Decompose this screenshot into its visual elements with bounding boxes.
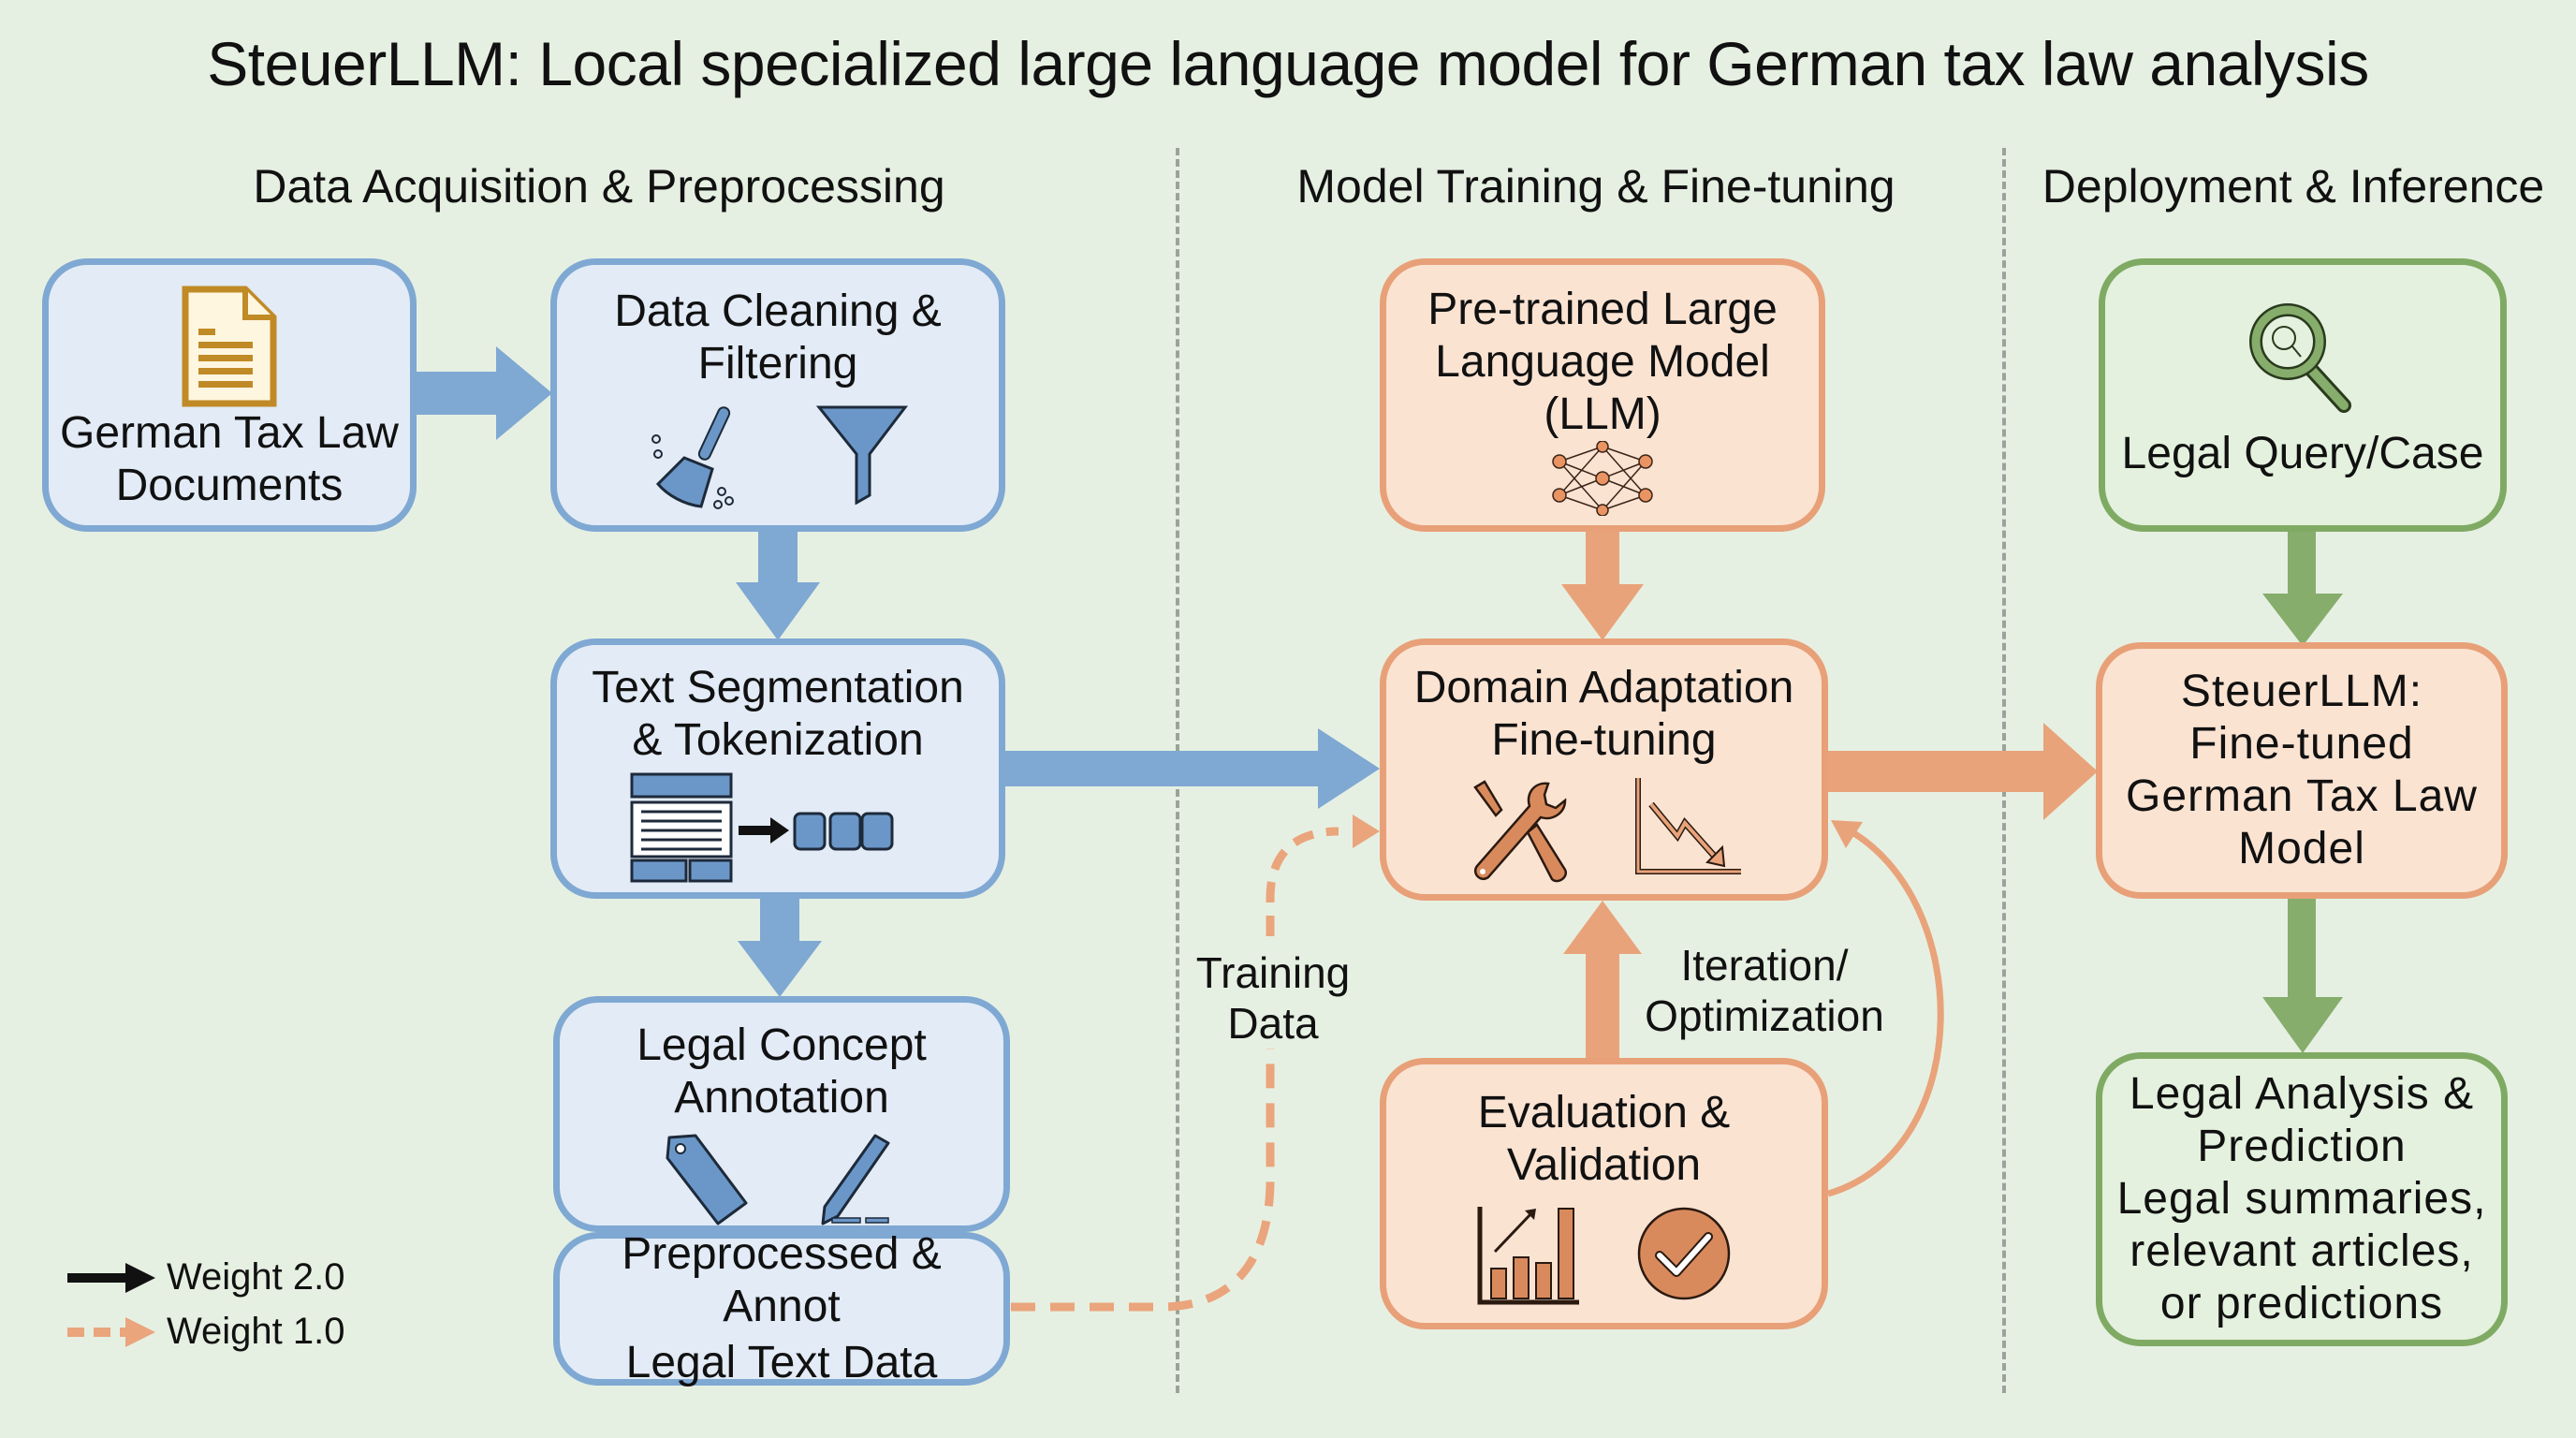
arrow-iteration-loop	[1827, 825, 1944, 1197]
node-label: Fine-tuning	[1491, 715, 1717, 765]
neural-network-icon	[1552, 441, 1653, 516]
edge-label-line: Training	[1195, 948, 1351, 997]
legend-label: Weight 1.0	[167, 1311, 345, 1352]
node-label: Evaluation &	[1477, 1088, 1731, 1137]
node-label: SteuerLLM:	[2180, 667, 2423, 716]
funnel-icon	[815, 405, 909, 505]
node-label: Model	[2238, 824, 2365, 873]
edge-label-line: Optimization	[1645, 991, 1884, 1040]
node-label: Filtering	[697, 339, 858, 389]
arrow-query-to-steuerllm	[2262, 529, 2343, 646]
training-data-arrowhead	[1353, 814, 1380, 848]
arrow-training-data	[1011, 1049, 1275, 1312]
legend-weight-1: Weight 1.0	[66, 1311, 345, 1353]
node-label: or predictions	[2159, 1279, 2444, 1328]
node-german-tax-law-documents[interactable]: German Tax Law Documents	[42, 258, 417, 532]
loss-chart-icon	[1634, 778, 1741, 874]
bar-chart-icon	[1477, 1207, 1579, 1305]
node-label: Legal Text Data	[625, 1338, 938, 1387]
document-icon	[182, 286, 277, 407]
edge-label-line: Data	[1227, 999, 1319, 1048]
node-label: Preprocessed & Annot	[622, 1229, 942, 1331]
node-preprocessed-data[interactable]: Preprocessed & Annot Legal Text Data	[553, 1229, 1010, 1387]
legend-weight-2: Weight 2.0	[66, 1256, 345, 1299]
magnifier-icon	[2249, 303, 2351, 413]
arrow-pretrained-to-domain	[1561, 529, 1644, 640]
check-circle-icon	[1637, 1207, 1730, 1300]
arrow-segmentation-to-annotation	[738, 897, 822, 997]
pen-icon	[821, 1134, 890, 1225]
node-steuerllm-model[interactable]: SteuerLLM: Fine-tuned German Tax Law Mod…	[2096, 642, 2508, 899]
node-label: Annotation	[674, 1073, 889, 1123]
broom-icon	[651, 406, 734, 509]
legend-label: Weight 2.0	[167, 1256, 345, 1298]
arrow-steuerllm-to-analysis	[2262, 897, 2343, 1053]
legend-dashed-arrow-icon	[67, 1316, 155, 1347]
node-label: Text Segmentation	[592, 663, 964, 712]
arrow-evaluation-to-domain	[1563, 901, 1642, 1062]
node-label: Validation	[1506, 1140, 1702, 1190]
node-label: Domain Adaptation	[1413, 663, 1794, 712]
tools-icon	[1472, 780, 1567, 883]
legend-solid-arrow-icon	[67, 1262, 155, 1293]
node-label: Language Model	[1435, 337, 1770, 387]
node-label: Prediction	[2197, 1122, 2407, 1171]
arrow-docs-to-cleaning	[414, 346, 552, 440]
iteration-arrowhead	[1831, 820, 1863, 848]
tag-icon	[666, 1134, 748, 1225]
diagram-title: SteuerLLM: Local specialized large langu…	[207, 29, 2369, 98]
node-label: Data Cleaning &	[614, 286, 942, 336]
tokenization-icon	[630, 772, 894, 883]
node-pretrained-llm[interactable]: Pre-trained Large Language Model (LLM)	[1380, 258, 1825, 532]
node-legal-concept-annotation[interactable]: Legal Concept Annotation	[553, 996, 1010, 1232]
node-data-cleaning[interactable]: Data Cleaning & Filtering	[550, 258, 1005, 532]
node-legal-analysis[interactable]: Legal Analysis & Prediction Legal summar…	[2096, 1052, 2508, 1346]
edge-label-iteration: Iteration/ Optimization	[1633, 940, 1895, 1041]
node-label: Legal Query/Case	[2121, 429, 2484, 478]
edge-label-training-data: Training Data	[1170, 947, 1376, 1049]
node-evaluation[interactable]: Evaluation & Validation	[1380, 1058, 1828, 1329]
node-label: German Tax Law	[2126, 771, 2478, 821]
node-label: Fine-tuned	[2189, 719, 2414, 769]
node-label: Documents	[115, 461, 344, 510]
node-label: Legal Concept	[637, 1020, 927, 1070]
section-model-training: Model Training & Fine-tuning	[1296, 160, 1895, 213]
node-label: Legal Analysis &	[2129, 1069, 2475, 1119]
node-legal-query[interactable]: Legal Query/Case	[2099, 258, 2507, 532]
node-label: Pre-trained Large	[1427, 285, 1778, 334]
arrow-domain-to-steuerllm	[1823, 723, 2098, 820]
node-label: & Tokenization	[632, 715, 924, 765]
node-label: relevant articles,	[2130, 1226, 2474, 1276]
arrow-cleaning-to-segmentation	[736, 529, 820, 640]
arrow-segmentation-to-domain	[1003, 728, 1380, 809]
node-label: German Tax Law	[60, 408, 399, 458]
edge-label-line: Iteration/	[1680, 941, 1849, 990]
node-label: Legal summaries,	[2116, 1174, 2487, 1224]
arrow-training-data-upper	[1266, 827, 1339, 936]
section-deployment: Deployment & Inference	[2042, 160, 2545, 213]
section-data-acquisition: Data Acquisition & Preprocessing	[253, 160, 945, 213]
node-text-segmentation[interactable]: Text Segmentation & Tokenization	[550, 638, 1005, 899]
node-label: (LLM)	[1544, 389, 1661, 439]
node-domain-adaptation[interactable]: Domain Adaptation Fine-tuning	[1380, 638, 1828, 901]
